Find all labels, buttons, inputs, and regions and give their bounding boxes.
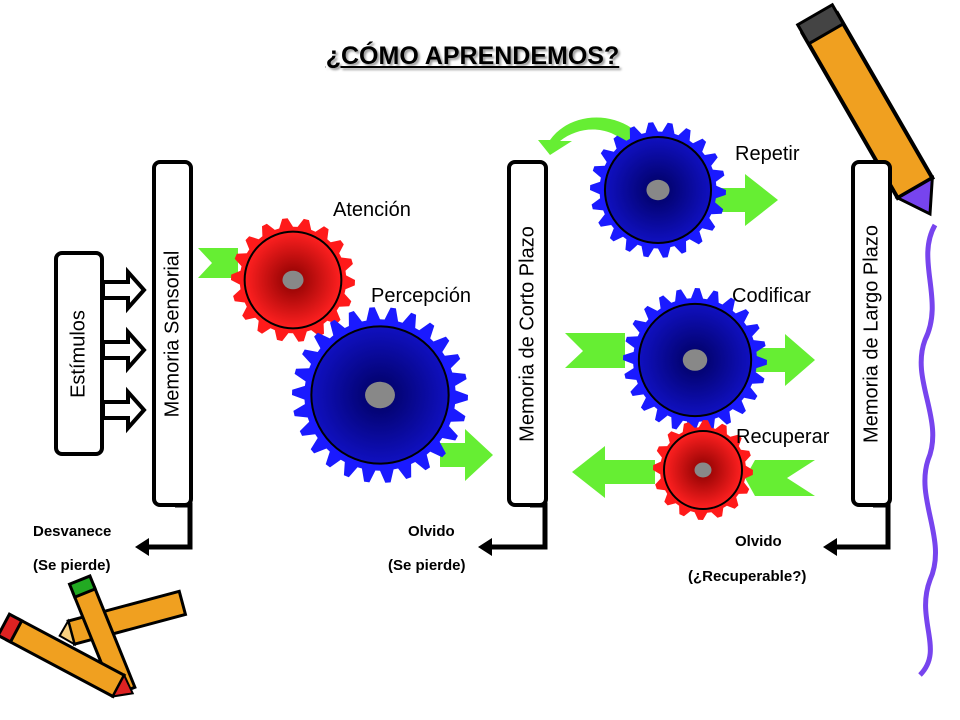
encode-label: Codificar: [732, 285, 811, 307]
stimuli-box: Estímulos: [54, 251, 104, 456]
long-outcome-note: (¿Recuperable?): [688, 568, 807, 585]
page-title: ¿CÓMO APRENDEMOS?: [325, 42, 620, 70]
long-term-memory-box: Memoria de Largo Plazo: [851, 160, 892, 507]
long-term-memory-label: Memoria de Largo Plazo: [860, 224, 882, 443]
pencils-bottom-left: [0, 574, 188, 699]
forget-arrowheads: [135, 538, 837, 556]
long-outcome-title: Olvido: [735, 533, 782, 550]
stimulus-arrows: [101, 266, 147, 434]
sensory-outcome-note: (Se pierde): [33, 557, 111, 574]
retrieve-gear: [653, 420, 753, 520]
sensory-outcome-title: Desvanece: [33, 523, 112, 540]
perception-gear: [292, 307, 468, 483]
pencil-top-right: [795, 2, 936, 217]
stimuli-label: Estímulos: [67, 309, 90, 398]
sensory-memory-box: Memoria Sensorial: [152, 160, 193, 507]
attention-label: Atención: [333, 199, 411, 221]
short-outcome-title: Olvido: [408, 523, 455, 540]
short-term-memory-label: Memoria de Corto Plazo: [516, 225, 538, 442]
attention-gear: [231, 218, 355, 342]
sensory-memory-label: Memoria Sensorial: [161, 250, 183, 417]
repeat-gear: [590, 122, 726, 258]
repeat-label: Repetir: [735, 143, 800, 165]
short-term-memory-box: Memoria de Corto Plazo: [507, 160, 548, 507]
retrieve-label: Recuperar: [736, 426, 830, 448]
decorative-wavy-line: [918, 223, 938, 677]
green-arrows: [198, 117, 815, 498]
encode-gear: [623, 288, 767, 432]
perception-label: Percepción: [371, 285, 472, 307]
short-outcome-note: (Se pierde): [388, 557, 466, 574]
